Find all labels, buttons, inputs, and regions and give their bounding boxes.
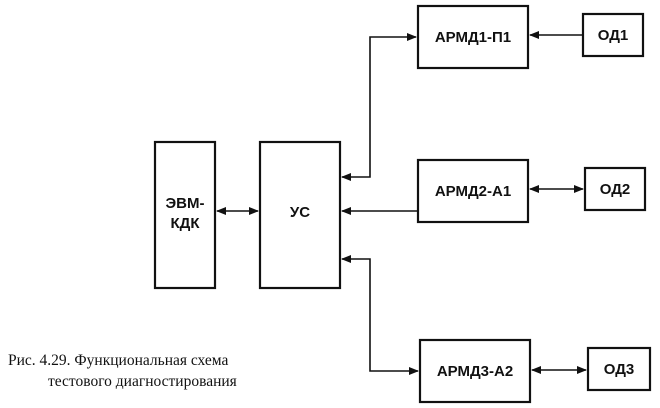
armd3-a2-box — [418, 338, 532, 404]
od2-label: ОД2 — [600, 181, 631, 198]
evm-kdk-label-line2: КДК — [171, 215, 201, 232]
armd3-a2-label: АРМД3-А2 — [437, 363, 513, 380]
od3-box — [586, 346, 652, 392]
od3-label: ОД3 — [604, 361, 635, 378]
od1-label: ОД1 — [598, 27, 629, 44]
armd2-a1-box — [416, 158, 530, 224]
us-armd1-connector — [341, 33, 417, 181]
us-box — [258, 140, 342, 290]
evm-kdk-box — [153, 140, 217, 290]
evm-kdk-label-line1: ЭВМ- — [166, 195, 205, 212]
armd1-p1-label: АРМД1-П1 — [435, 29, 511, 46]
od2-box — [583, 166, 647, 212]
figure-caption: Рис. 4.29. Функциональная схема тестовог… — [8, 350, 237, 392]
armd2-a1-label: АРМД2-А1 — [435, 183, 511, 200]
us-label: УС — [290, 204, 310, 221]
caption-line-1: Рис. 4.29. Функциональная схема — [8, 352, 229, 369]
us-armd3-connector — [341, 255, 419, 375]
caption-line-2: тестового диагностирования — [48, 373, 237, 390]
armd1-p1-box — [416, 4, 530, 70]
